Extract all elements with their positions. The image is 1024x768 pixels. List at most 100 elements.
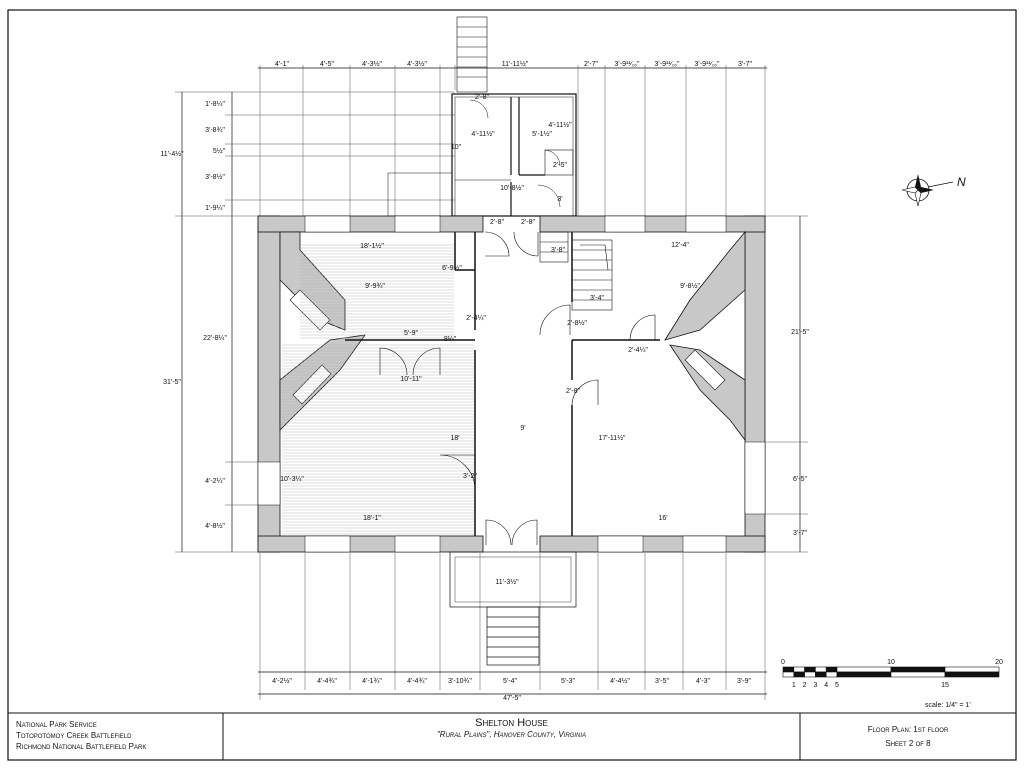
scale-segment xyxy=(815,671,827,678)
dimension-label: 4'-3½" xyxy=(362,60,382,68)
dimension-label: 3'-5" xyxy=(655,678,669,685)
dimension-label: 2'-5" xyxy=(553,162,567,169)
drawing-subtitle: "Rural Plains", Hanover County, Virginia xyxy=(436,730,587,739)
scale-segment xyxy=(890,666,946,673)
floor-boards-nw xyxy=(300,244,454,339)
dimension-label: 3' xyxy=(557,196,562,203)
sheet-border xyxy=(7,9,1017,761)
scale-segment xyxy=(825,666,838,673)
rear-wing xyxy=(387,93,577,217)
dimension-label: 5'-1½" xyxy=(532,130,552,138)
floor-boards-sw xyxy=(282,344,474,535)
dimension-label: 22'-8¼" xyxy=(203,335,227,342)
dimension-label: 3'-2" xyxy=(463,473,477,480)
dimension-label: 2'-7" xyxy=(584,61,598,68)
dimension-label: 11'-4½" xyxy=(160,150,184,158)
dimension-label: 2'-8" xyxy=(475,94,489,101)
dimension-label: 4'-4¾" xyxy=(407,678,427,685)
dimension-label: 3'-4" xyxy=(590,295,604,302)
dimension-label: 10'-3¼" xyxy=(280,476,304,483)
dimension-label: 3'-9¹¹⁄₁₆" xyxy=(655,61,680,68)
scale-segment xyxy=(793,671,805,678)
dimension-label: 3'-8½" xyxy=(205,173,225,181)
project-block: Shelton House "Rural Plains", Hanover Co… xyxy=(223,718,800,740)
agency-block: National Park Service Totopotomoy Creek … xyxy=(16,719,146,752)
dimension-label: 11'-11½" xyxy=(502,60,529,68)
scale-tick-label: 4 xyxy=(824,682,828,689)
chimney-masses xyxy=(279,230,746,442)
dimension-label: 1'-8¼" xyxy=(205,101,225,108)
right-extension-lines xyxy=(765,215,808,553)
drawing-title: Shelton House xyxy=(475,717,548,729)
north-arrow-label: N xyxy=(957,175,966,189)
dimension-label: 4'-2¼" xyxy=(205,478,225,485)
scale-segment xyxy=(836,671,892,678)
dimension-label: 3'-7" xyxy=(793,530,807,537)
hearths xyxy=(289,289,726,405)
dimension-label: 17'-11½" xyxy=(598,434,626,442)
dimension-label: 4'-3" xyxy=(696,678,710,685)
top-extension-lines xyxy=(259,65,766,216)
dimension-label: 9'-8½" xyxy=(680,282,700,290)
scale-tick-label: 5 xyxy=(835,682,839,689)
dimension-label: 4'-11½" xyxy=(548,121,572,129)
scale-segment xyxy=(804,671,816,678)
dimension-label: 2'-8½" xyxy=(567,319,587,327)
dimension-label: 4'-4¾" xyxy=(317,678,337,685)
dimension-label: 2'-4¼" xyxy=(628,347,648,354)
sheet-name: Floor Plan: 1st floor xyxy=(867,725,949,734)
scale-segment xyxy=(825,671,838,678)
dimension-label: 8¼" xyxy=(444,336,457,343)
dimension-label: 4'-5" xyxy=(320,61,334,68)
scale-segment xyxy=(890,671,946,678)
dimension-label: 4'-1¾" xyxy=(362,678,382,685)
dimension-label: 4'-8½" xyxy=(205,522,225,530)
dimension-label: 2'-8" xyxy=(490,219,504,226)
scale-segment xyxy=(815,666,827,673)
scale-tick-label: 0 xyxy=(781,659,785,666)
bottom-extension-lines xyxy=(259,553,766,700)
rear-steps xyxy=(456,16,488,93)
dimension-label: 3'-10¾" xyxy=(448,678,472,685)
dimension-label: 4'-1" xyxy=(275,61,289,68)
dimension-label: 31'-5" xyxy=(163,379,181,386)
dimension-label: 9' xyxy=(520,425,525,432)
dimension-label: 3'-9¹¹⁄₁₆" xyxy=(615,61,640,68)
dimension-label: 6'-5" xyxy=(793,476,807,483)
dimension-label: 10'-8½" xyxy=(500,184,524,192)
dimension-label: 3'-9" xyxy=(737,678,751,685)
dimension-label: 47'-5" xyxy=(503,695,521,702)
dimension-label: 5½" xyxy=(213,147,226,155)
scale-tick-label: 3 xyxy=(813,682,817,689)
dimension-label: 21'-5" xyxy=(791,329,809,336)
left-extension-lines xyxy=(175,91,455,553)
dimension-label: 18'-1" xyxy=(363,515,381,522)
dimension-label: 3'-8" xyxy=(551,247,565,254)
scale-tick-label: 20 xyxy=(995,659,1003,666)
dimension-label: 4'-2½" xyxy=(272,677,292,685)
dimension-label: 18' xyxy=(450,435,459,442)
dimension-label: 10'-11" xyxy=(400,376,422,383)
scale-tick-label: 15 xyxy=(941,682,949,689)
dimension-label: 2'-8" xyxy=(521,219,535,226)
compass-rose xyxy=(901,174,954,207)
dimension-label: 4'-4½" xyxy=(610,677,630,685)
window-openings xyxy=(257,215,766,553)
scale-segment xyxy=(804,666,816,673)
scale-segment xyxy=(836,666,892,673)
scale-segment xyxy=(782,671,795,678)
scale-note: scale: 1/4" = 1' xyxy=(925,702,971,709)
dimension-label: 5'-4" xyxy=(503,678,517,685)
sheet-block: Floor Plan: 1st floor Sheet 2 of 8 xyxy=(800,723,1016,751)
dimension-label: 2'-8" xyxy=(566,388,580,395)
dimension-label: 5'-3" xyxy=(561,678,575,685)
dimension-label: 9'-9¾" xyxy=(365,283,385,290)
scale-segment xyxy=(793,666,805,673)
scale-tick-label: 10 xyxy=(887,659,895,666)
agency-line-3: Richmond National Battlefield Park xyxy=(16,742,147,751)
scale-segment xyxy=(944,671,1000,678)
front-porch xyxy=(449,551,577,666)
scale-tick-label: 1 xyxy=(792,682,796,689)
